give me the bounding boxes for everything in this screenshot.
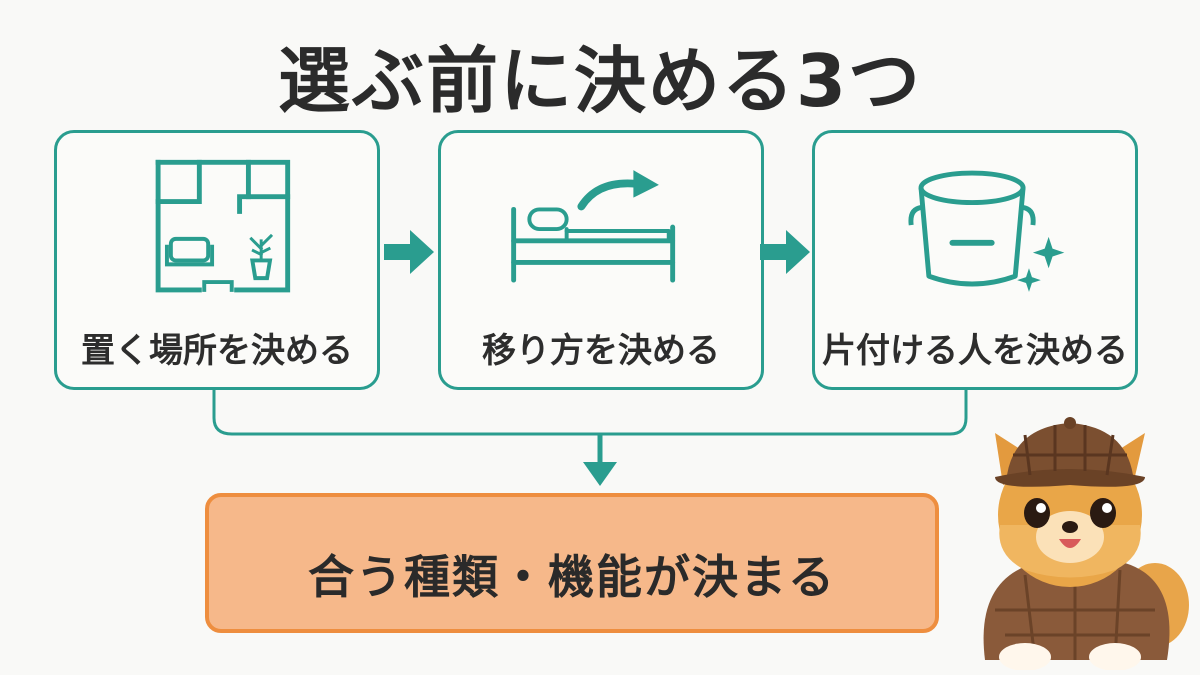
step-card-place: 置く場所を決める	[54, 130, 380, 390]
step-label-move: 移り方を決める	[482, 331, 720, 371]
arrow-right-icon	[384, 230, 434, 274]
detective-dog-icon	[983, 417, 1189, 670]
step-label-place: 置く場所を決める	[81, 331, 353, 371]
result-box: 合う種類・機能が決まる	[205, 493, 939, 633]
bucket-sparkle-icon	[908, 170, 1065, 292]
arrow-right-icon	[760, 230, 810, 274]
arrow-down-icon	[583, 462, 617, 486]
result-label: 合う種類・機能が決まる	[308, 550, 836, 604]
step-card-move: 移り方を決める	[438, 130, 764, 390]
step-label-cleanup: 片付ける人を決める	[822, 331, 1128, 371]
step-card-cleanup: 片付ける人を決める	[812, 130, 1138, 390]
diagram-title: 選ぶ前に決める3つ	[277, 39, 923, 123]
bed-move-icon	[511, 170, 676, 283]
room-floorplan-icon	[155, 159, 291, 293]
